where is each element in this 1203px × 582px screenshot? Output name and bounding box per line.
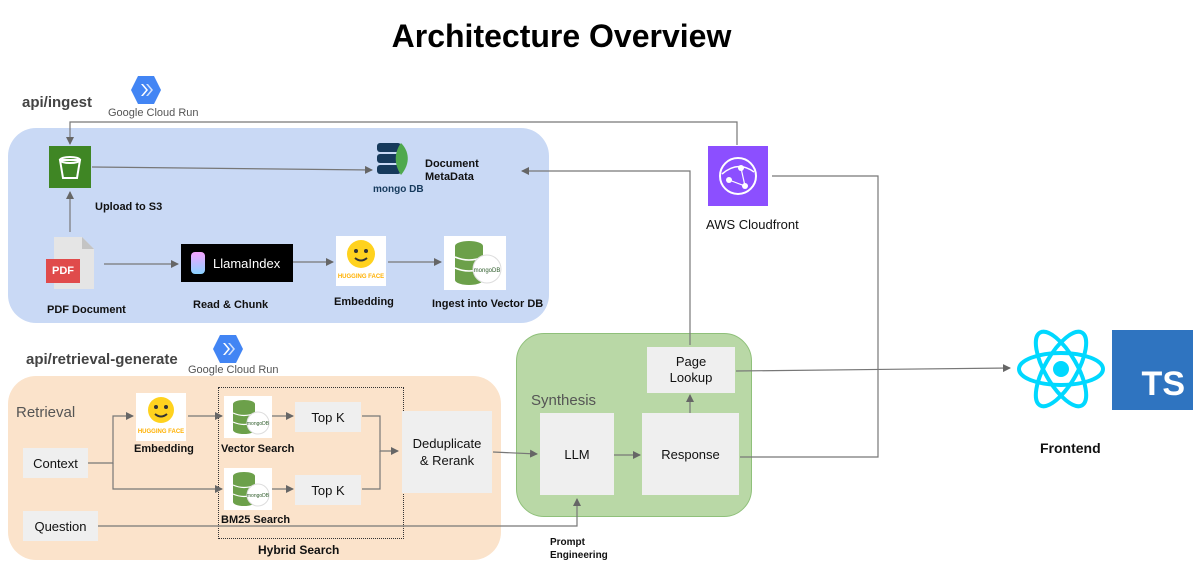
huggingface-logo-text: HUGGING FACE	[337, 274, 385, 280]
line-cloudfront-to-s3	[66, 121, 738, 145]
line-topk2-to-dedup	[362, 451, 381, 490]
line-lookup-to-metadata	[521, 167, 691, 345]
line-lookup-to-frontend	[735, 364, 1011, 373]
huggingface-logo-text: HUGGING FACE	[137, 429, 185, 435]
synthesis-panel-title: Synthesis	[531, 392, 597, 409]
svg-text:mongoDB: mongoDB	[247, 421, 270, 427]
ingest-panel	[8, 128, 549, 323]
huggingface-logo-retrieval: HUGGING FACE	[136, 393, 186, 441]
pdf-document-caption: PDF Document	[47, 304, 126, 316]
page-lookup-node: Page Lookup	[647, 347, 735, 393]
line-response-to-frontend	[740, 369, 879, 458]
top-k-node-vector: Top K	[295, 402, 361, 432]
prompt-engineering-caption: Prompt Engineering	[550, 537, 608, 561]
aws-cloudfront-icon	[708, 146, 768, 206]
vector-db-icon-ingest: mongoDB	[444, 236, 506, 290]
hybrid-search-caption: Hybrid Search	[258, 543, 340, 557]
deduplicate-rerank-node: Deduplicate & Rerank	[402, 411, 492, 493]
huggingface-icon	[347, 240, 375, 268]
bm25-search-icon: mongoDB	[224, 468, 272, 510]
huggingface-logo-ingest: HUGGING FACE	[336, 236, 386, 286]
line-cloudfront-to-frontend	[772, 175, 879, 369]
typescript-logo: TS	[1112, 330, 1193, 410]
google-cloud-run-label: Google Cloud Run	[108, 107, 199, 119]
question-node: Question	[23, 511, 98, 541]
document-metadata-caption: Document MetaData	[425, 158, 479, 183]
llama-icon	[191, 252, 205, 274]
read-chunk-caption: Read & Chunk	[193, 299, 269, 311]
bm25-search-caption: BM25 Search	[221, 514, 291, 526]
mongodb-logo-text: mongo DB	[373, 184, 424, 195]
llamaindex-logo: LlamaIndex	[181, 244, 293, 282]
vector-search-icon: mongoDB	[224, 396, 272, 438]
line-s3-to-mongo	[91, 165, 373, 174]
svg-text:mongoDB: mongoDB	[247, 493, 270, 499]
embedding-caption-ingest: Embedding	[334, 296, 394, 308]
mongodb-icon	[375, 141, 415, 185]
ingest-vector-db-caption: Ingest into Vector DB	[432, 298, 544, 310]
google-cloud-run-icon	[130, 75, 162, 105]
frontend-label: Frontend	[1040, 440, 1101, 456]
ingest-api-label: api/ingest	[22, 94, 93, 111]
typescript-logo-text: TS	[1141, 365, 1185, 403]
svg-text:mongoDB: mongoDB	[474, 268, 501, 274]
diagram-title: Architecture Overview	[391, 18, 732, 54]
upload-s3-caption: Upload to S3	[95, 201, 163, 213]
react-logo-icon	[1014, 326, 1108, 412]
huggingface-icon	[148, 397, 174, 423]
retrieval-api-label: api/retrieval-generate	[26, 351, 178, 368]
top-k-node-bm25: Top K	[295, 475, 361, 505]
google-cloud-run-label: Google Cloud Run	[188, 364, 279, 376]
context-node: Context	[23, 448, 88, 478]
embedding-caption-retrieval: Embedding	[134, 443, 194, 455]
pdf-badge: PDF	[46, 259, 80, 283]
line-topk1-to-dedup	[362, 415, 399, 455]
google-cloud-run-icon	[212, 334, 244, 364]
s3-bucket-icon	[49, 146, 91, 188]
retrieval-panel-title: Retrieval	[16, 404, 76, 421]
line-context-to-bm25	[112, 463, 223, 493]
line-context-to-embedding	[88, 412, 134, 464]
llm-node: LLM	[540, 413, 614, 495]
line-question-to-llm	[98, 498, 581, 527]
line-dedup-to-llm	[492, 449, 538, 458]
aws-cloudfront-label: AWS Cloudfront	[706, 217, 799, 232]
response-node: Response	[642, 413, 739, 495]
vector-search-caption: Vector Search	[221, 443, 295, 455]
llamaindex-logo-text: LlamaIndex	[213, 255, 281, 271]
